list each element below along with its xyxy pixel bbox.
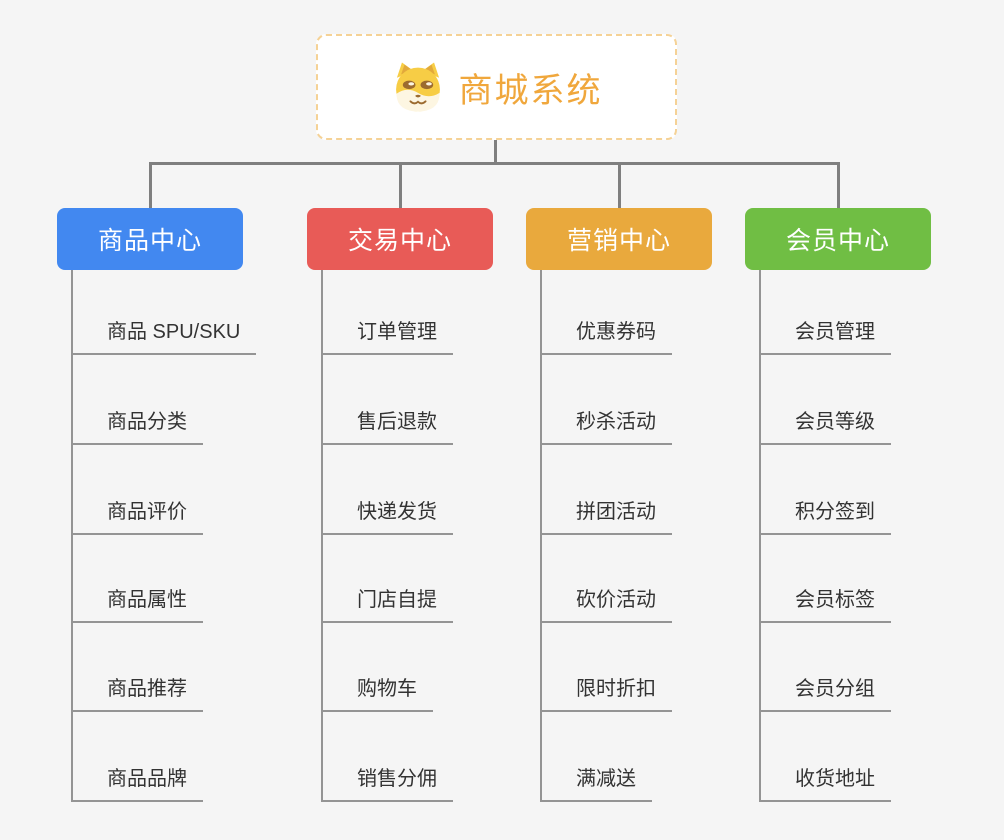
leaf-node[interactable]: 商品属性: [71, 587, 203, 623]
dog-face-icon: [395, 62, 440, 112]
leaf-node[interactable]: 商品评价: [71, 499, 203, 535]
connector-root-drop: [494, 140, 497, 164]
branch-column-marketing: 优惠券码 秒杀活动 拼团活动 砍价活动 限时折扣 满减送: [540, 270, 780, 802]
connector-drop-product: [149, 164, 152, 208]
leaf-node[interactable]: 秒杀活动: [540, 409, 672, 445]
branch-spine: [321, 270, 323, 800]
branch-header-product[interactable]: 商品中心: [57, 208, 243, 270]
connector-horizontal: [149, 162, 840, 165]
leaf-node[interactable]: 积分签到: [759, 499, 891, 535]
leaf-node[interactable]: 商品分类: [71, 409, 203, 445]
leaf-node[interactable]: 销售分佣: [321, 766, 453, 802]
leaf-node[interactable]: 限时折扣: [540, 676, 672, 712]
branch-column-member: 会员管理 会员等级 积分签到 会员标签 会员分组 收货地址: [759, 270, 999, 802]
leaf-node[interactable]: 满减送: [540, 766, 652, 802]
leaf-node[interactable]: 会员分组: [759, 676, 891, 712]
branch-header-member[interactable]: 会员中心: [745, 208, 931, 270]
branch-column-trade: 订单管理 售后退款 快递发货 门店自提 购物车 销售分佣: [321, 270, 561, 802]
connector-drop-trade: [399, 164, 402, 208]
connector-drop-member: [837, 164, 840, 208]
branch-spine: [540, 270, 542, 800]
branch-spine: [759, 270, 761, 800]
connector-drop-marketing: [618, 164, 621, 208]
leaf-node[interactable]: 订单管理: [321, 319, 453, 355]
leaf-node[interactable]: 商品品牌: [71, 766, 203, 802]
leaf-node[interactable]: 快递发货: [321, 499, 453, 535]
leaf-node[interactable]: 商品 SPU/SKU: [71, 319, 257, 355]
leaf-node[interactable]: 购物车: [321, 676, 433, 712]
leaf-node[interactable]: 门店自提: [321, 587, 453, 623]
leaf-node[interactable]: 售后退款: [321, 409, 453, 445]
branch-header-marketing[interactable]: 营销中心: [526, 208, 712, 270]
leaf-node[interactable]: 会员等级: [759, 409, 891, 445]
leaf-node[interactable]: 优惠券码: [540, 319, 672, 355]
leaf-node[interactable]: 拼团活动: [540, 499, 672, 535]
leaf-node[interactable]: 会员管理: [759, 319, 891, 355]
branch-spine: [71, 270, 73, 800]
root-title: 商城系统: [458, 71, 603, 110]
leaf-node[interactable]: 收货地址: [759, 766, 891, 802]
branch-header-trade[interactable]: 交易中心: [307, 208, 493, 270]
leaf-node[interactable]: 会员标签: [759, 587, 891, 623]
branch-column-product: 商品 SPU/SKU 商品分类 商品评价 商品属性 商品推荐 商品品牌: [71, 270, 311, 802]
root-node[interactable]: 商城系统: [316, 34, 677, 140]
leaf-node[interactable]: 砍价活动: [540, 587, 672, 623]
leaf-node[interactable]: 商品推荐: [71, 676, 203, 712]
